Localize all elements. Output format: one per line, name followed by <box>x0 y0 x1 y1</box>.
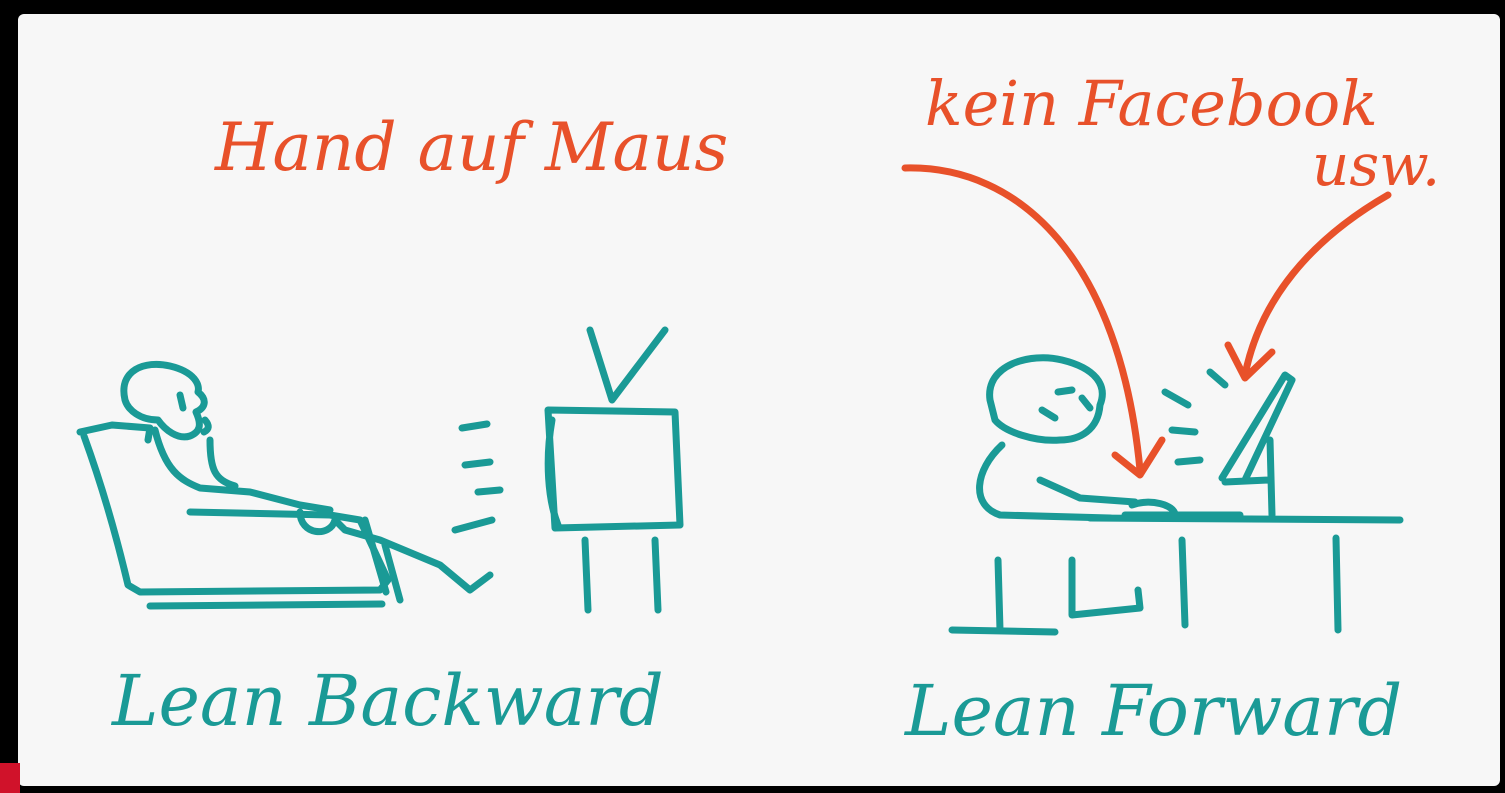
annotation-mouse-label: Hand auf Maus <box>214 109 728 186</box>
annotation-facebook-label-line1: kein Facebook <box>925 67 1378 140</box>
caption-lean-backward: Lean Backward <box>110 660 664 742</box>
corner-mark <box>0 763 20 793</box>
annotation-facebook-label-line2: usw. <box>1312 131 1440 199</box>
caption-lean-forward: Lean Forward <box>903 670 1402 752</box>
